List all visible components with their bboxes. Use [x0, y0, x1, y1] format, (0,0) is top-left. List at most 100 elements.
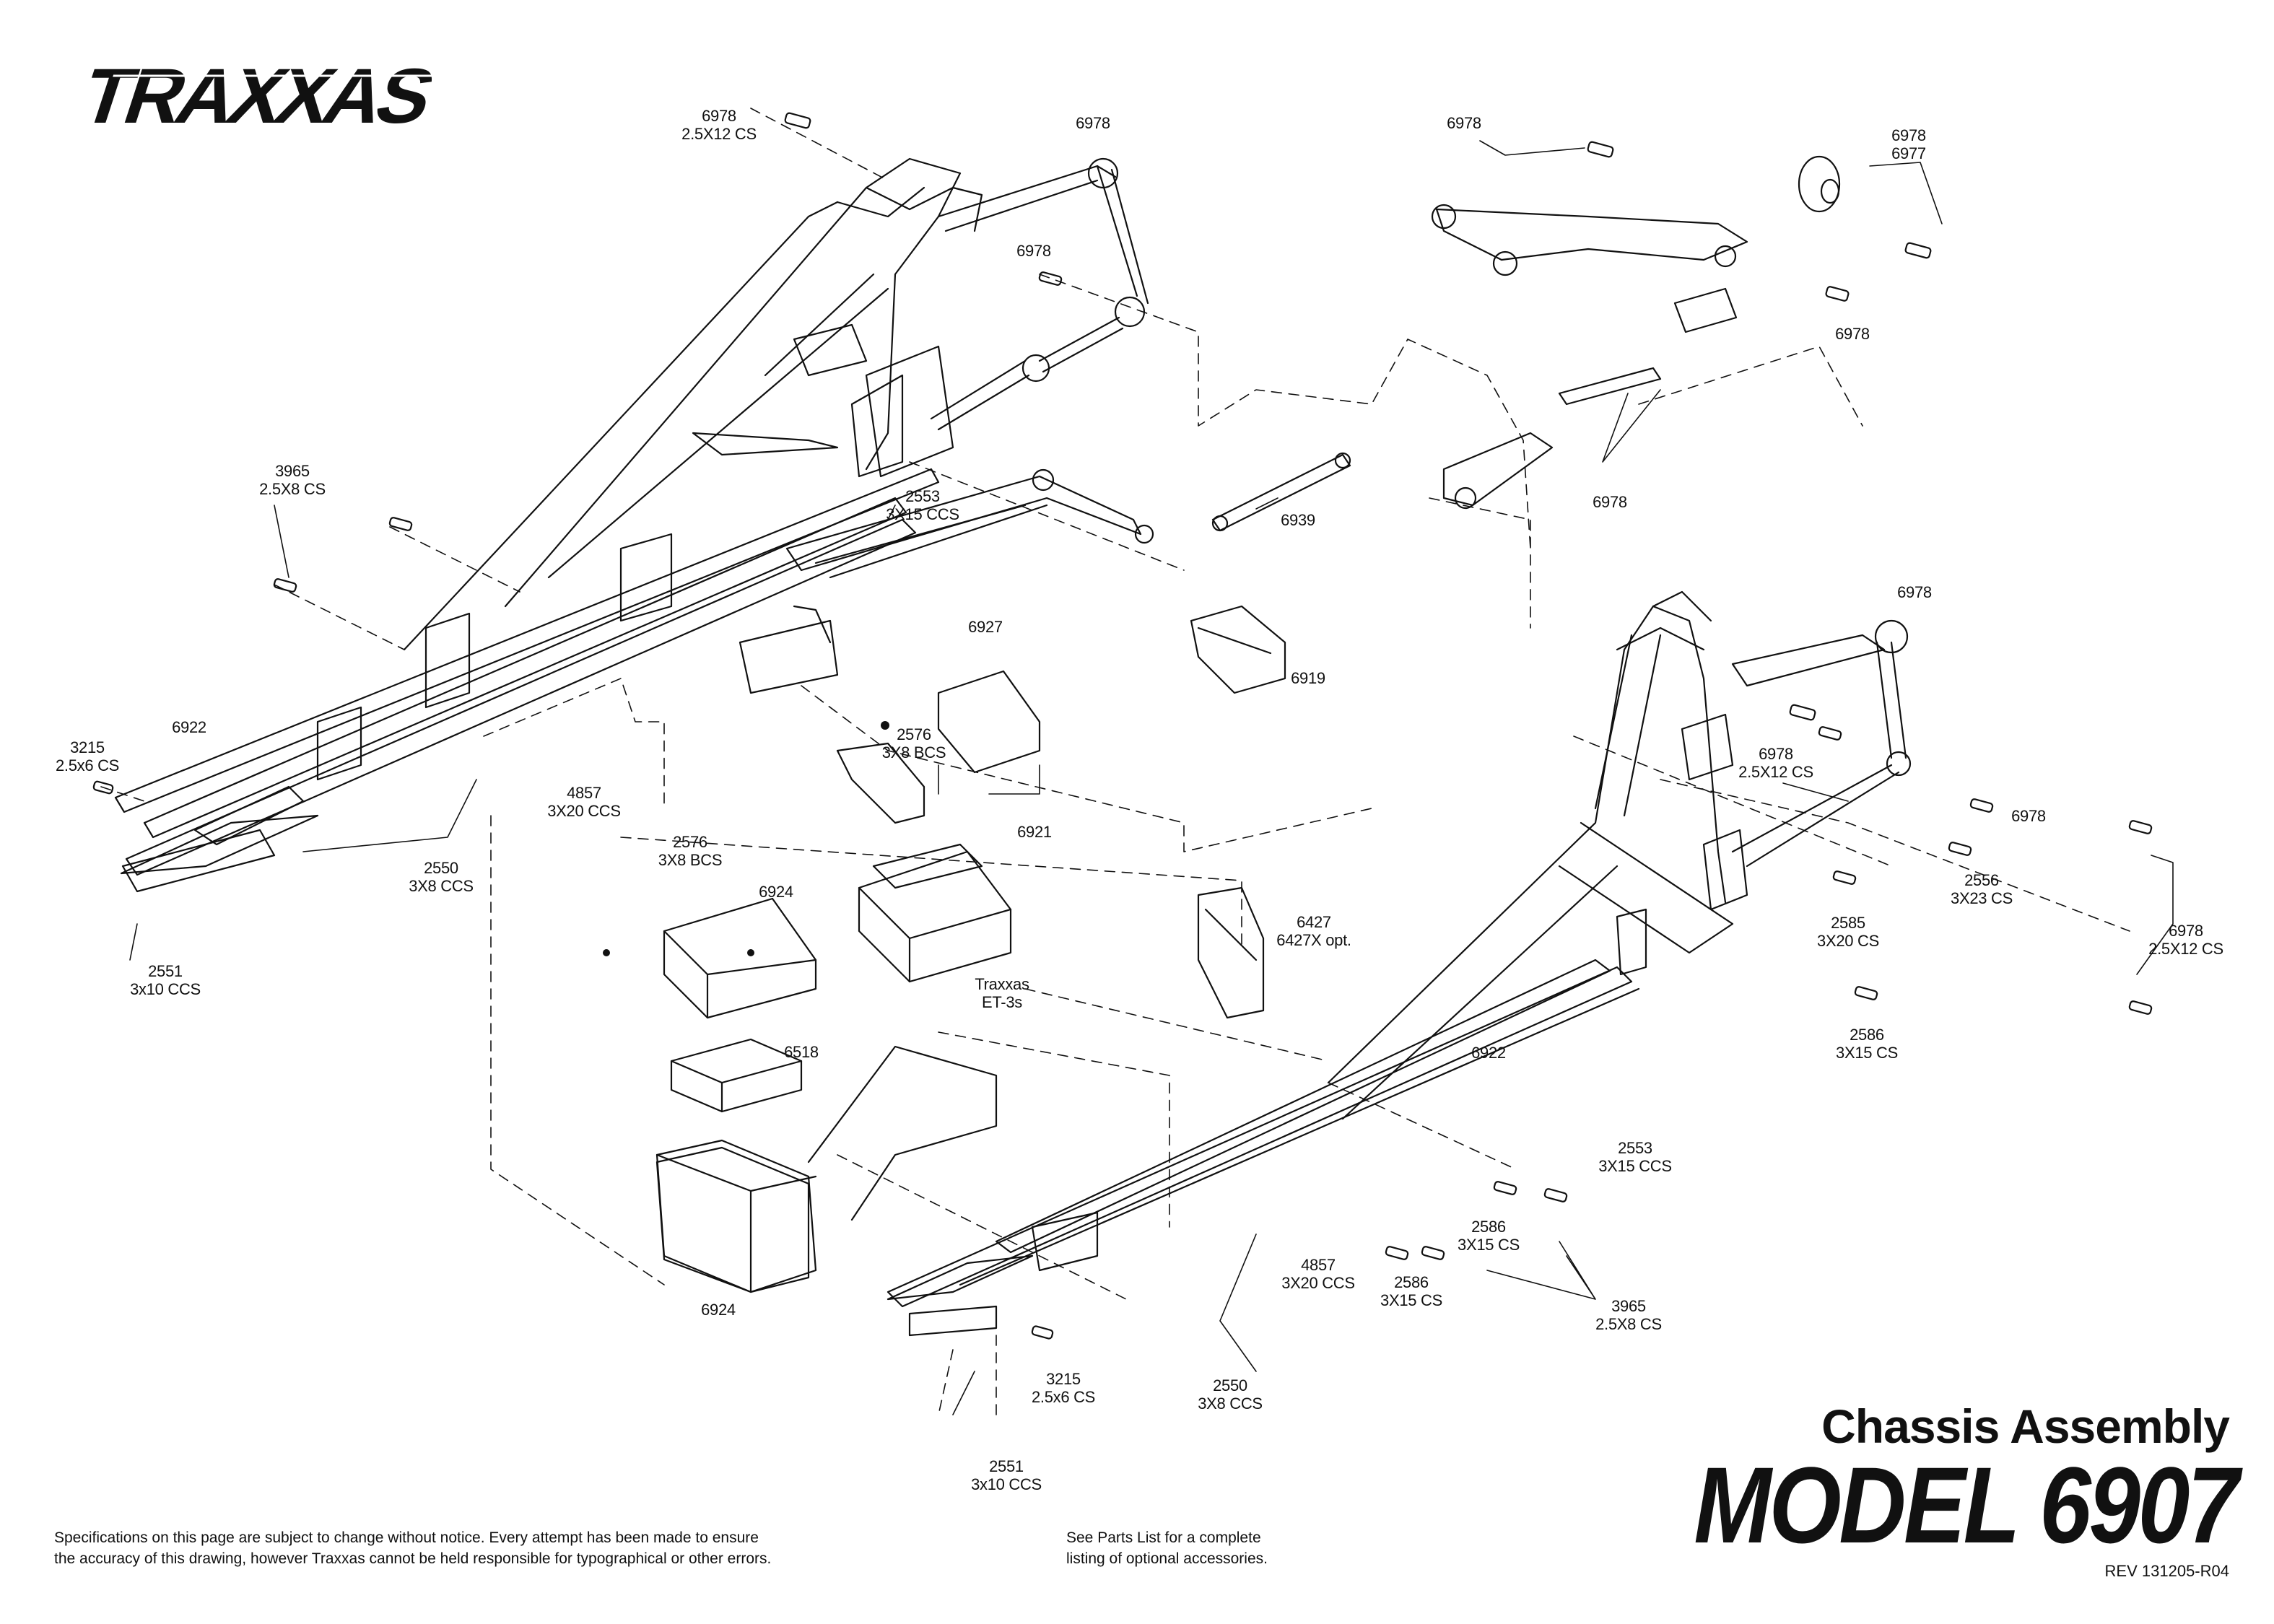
- revision-label: REV 131205-R04: [2104, 1562, 2229, 1580]
- servo-6518: [670, 1038, 803, 1113]
- part-detail: 3X8 BCS: [881, 743, 946, 761]
- part-number: 3215: [1046, 1370, 1081, 1388]
- part-number: 2585: [1831, 914, 1865, 932]
- part-detail: 2.5X8 CS: [259, 480, 326, 498]
- traxxas-logo: TRAXXAS: [71, 53, 453, 137]
- part-number: 4857: [567, 784, 601, 802]
- part-number: 6978: [1891, 126, 1926, 144]
- part-number: 2556: [1964, 871, 1999, 889]
- front-upper-arm: [1431, 141, 1932, 510]
- part-number: 6919: [1291, 669, 1325, 687]
- part-detail: 3X8 CCS: [1198, 1394, 1263, 1413]
- part-label-p6978-h: 6978: [1897, 583, 1932, 601]
- part-number: 6922: [1471, 1044, 1506, 1062]
- part-number: 6978: [1016, 242, 1051, 260]
- disclaimer-note: Specifications on this page are subject …: [54, 1527, 771, 1569]
- part-number: 2576: [897, 725, 931, 743]
- part-label-p6927: 6927: [968, 618, 1003, 636]
- receiver-box: [663, 897, 817, 1019]
- part-number: 2586: [1471, 1218, 1506, 1236]
- part-detail: 3X15 CCS: [1598, 1157, 1672, 1175]
- parts-list-note: See Parts List for a complete listing of…: [1066, 1527, 1268, 1569]
- part-number: 6978: [1447, 114, 1481, 132]
- part-number: 6978: [1835, 325, 1870, 343]
- part-number: 6927: [968, 618, 1003, 636]
- part-detail: 2.5X8 CS: [1595, 1315, 1662, 1333]
- part-label-p6922-a: 6922: [172, 718, 206, 736]
- part-detail: 3x10 CCS: [130, 980, 201, 998]
- part-label-p6919: 6919: [1291, 669, 1325, 687]
- part-label-p6518: 6518: [784, 1043, 819, 1061]
- part-number: 6924: [759, 883, 793, 901]
- part-number: 4857: [1301, 1256, 1336, 1274]
- part-number: 2551: [148, 962, 183, 980]
- part-label-p6978-d: 6978: [1447, 114, 1481, 132]
- part-number: 3965: [1611, 1297, 1646, 1315]
- part-detail: 3x10 CCS: [971, 1475, 1042, 1493]
- disclaimer-line-2: the accuracy of this drawing, however Tr…: [54, 1550, 772, 1567]
- disclaimer-line-1: Specifications on this page are subject …: [54, 1529, 759, 1546]
- part-label-p6924-b: 6924: [701, 1301, 736, 1319]
- front-battery-tray: [655, 1146, 810, 1293]
- part-number: 6978: [1759, 745, 1793, 763]
- part-detail: 3X15 CS: [1458, 1236, 1520, 1254]
- part-label-p6978-j: 6978: [2011, 807, 2046, 825]
- part-detail: 2.5x6 CS: [55, 756, 120, 774]
- part-number: 6939: [1281, 511, 1315, 529]
- part-label-p6978-b: 6978: [1076, 114, 1110, 132]
- part-detail: 3X15 CCS: [886, 505, 959, 523]
- part-number: 6978: [702, 107, 736, 125]
- part-label-p6939: 6939: [1281, 511, 1315, 529]
- part-detail: 3X20 CCS: [1281, 1274, 1355, 1292]
- part-detail: 3X8 CCS: [409, 877, 474, 895]
- svg-text:TRAXXAS: TRAXXAS: [71, 53, 443, 137]
- part-number: 3965: [275, 462, 310, 480]
- bumper-mount: [1190, 605, 1286, 694]
- part-detail: 3X20 CS: [1817, 932, 1879, 950]
- rear-chassis-rail: [92, 112, 1149, 893]
- part-detail: 2.5X12 CS: [681, 125, 757, 143]
- part-number: 6978: [2169, 922, 2203, 940]
- part-detail: 2.5x6 CS: [1031, 1388, 1096, 1406]
- part-number: 2553: [1618, 1139, 1652, 1157]
- page-title: Chassis Assembly: [1821, 1400, 2230, 1453]
- battery-tray-6924: [655, 1045, 998, 1293]
- part-detail: 3X23 CS: [1951, 889, 2013, 907]
- part-label-p6924-a: 6924: [759, 883, 793, 901]
- part-number: 6978: [1593, 493, 1627, 511]
- battery-strap-6427: [1197, 886, 1265, 1019]
- part-detail: 3X8 BCS: [658, 851, 723, 869]
- front-chassis-rail: [886, 590, 2153, 1340]
- part-number: 2550: [424, 859, 458, 877]
- part-detail: 3X15 CS: [1836, 1044, 1898, 1062]
- part-number: 2576: [673, 833, 707, 851]
- part-number: 6427: [1297, 913, 1331, 931]
- part-number: 2550: [1213, 1376, 1247, 1394]
- part-number: 2553: [905, 487, 940, 505]
- part-label-p6978-f: 6978: [1835, 325, 1870, 343]
- parts-note-line-1: See Parts List for a complete: [1066, 1529, 1261, 1546]
- part-number: 2586: [1850, 1026, 1884, 1044]
- part-number: 2551: [989, 1457, 1024, 1475]
- parts-note-line-2: listing of optional accessories.: [1066, 1550, 1268, 1567]
